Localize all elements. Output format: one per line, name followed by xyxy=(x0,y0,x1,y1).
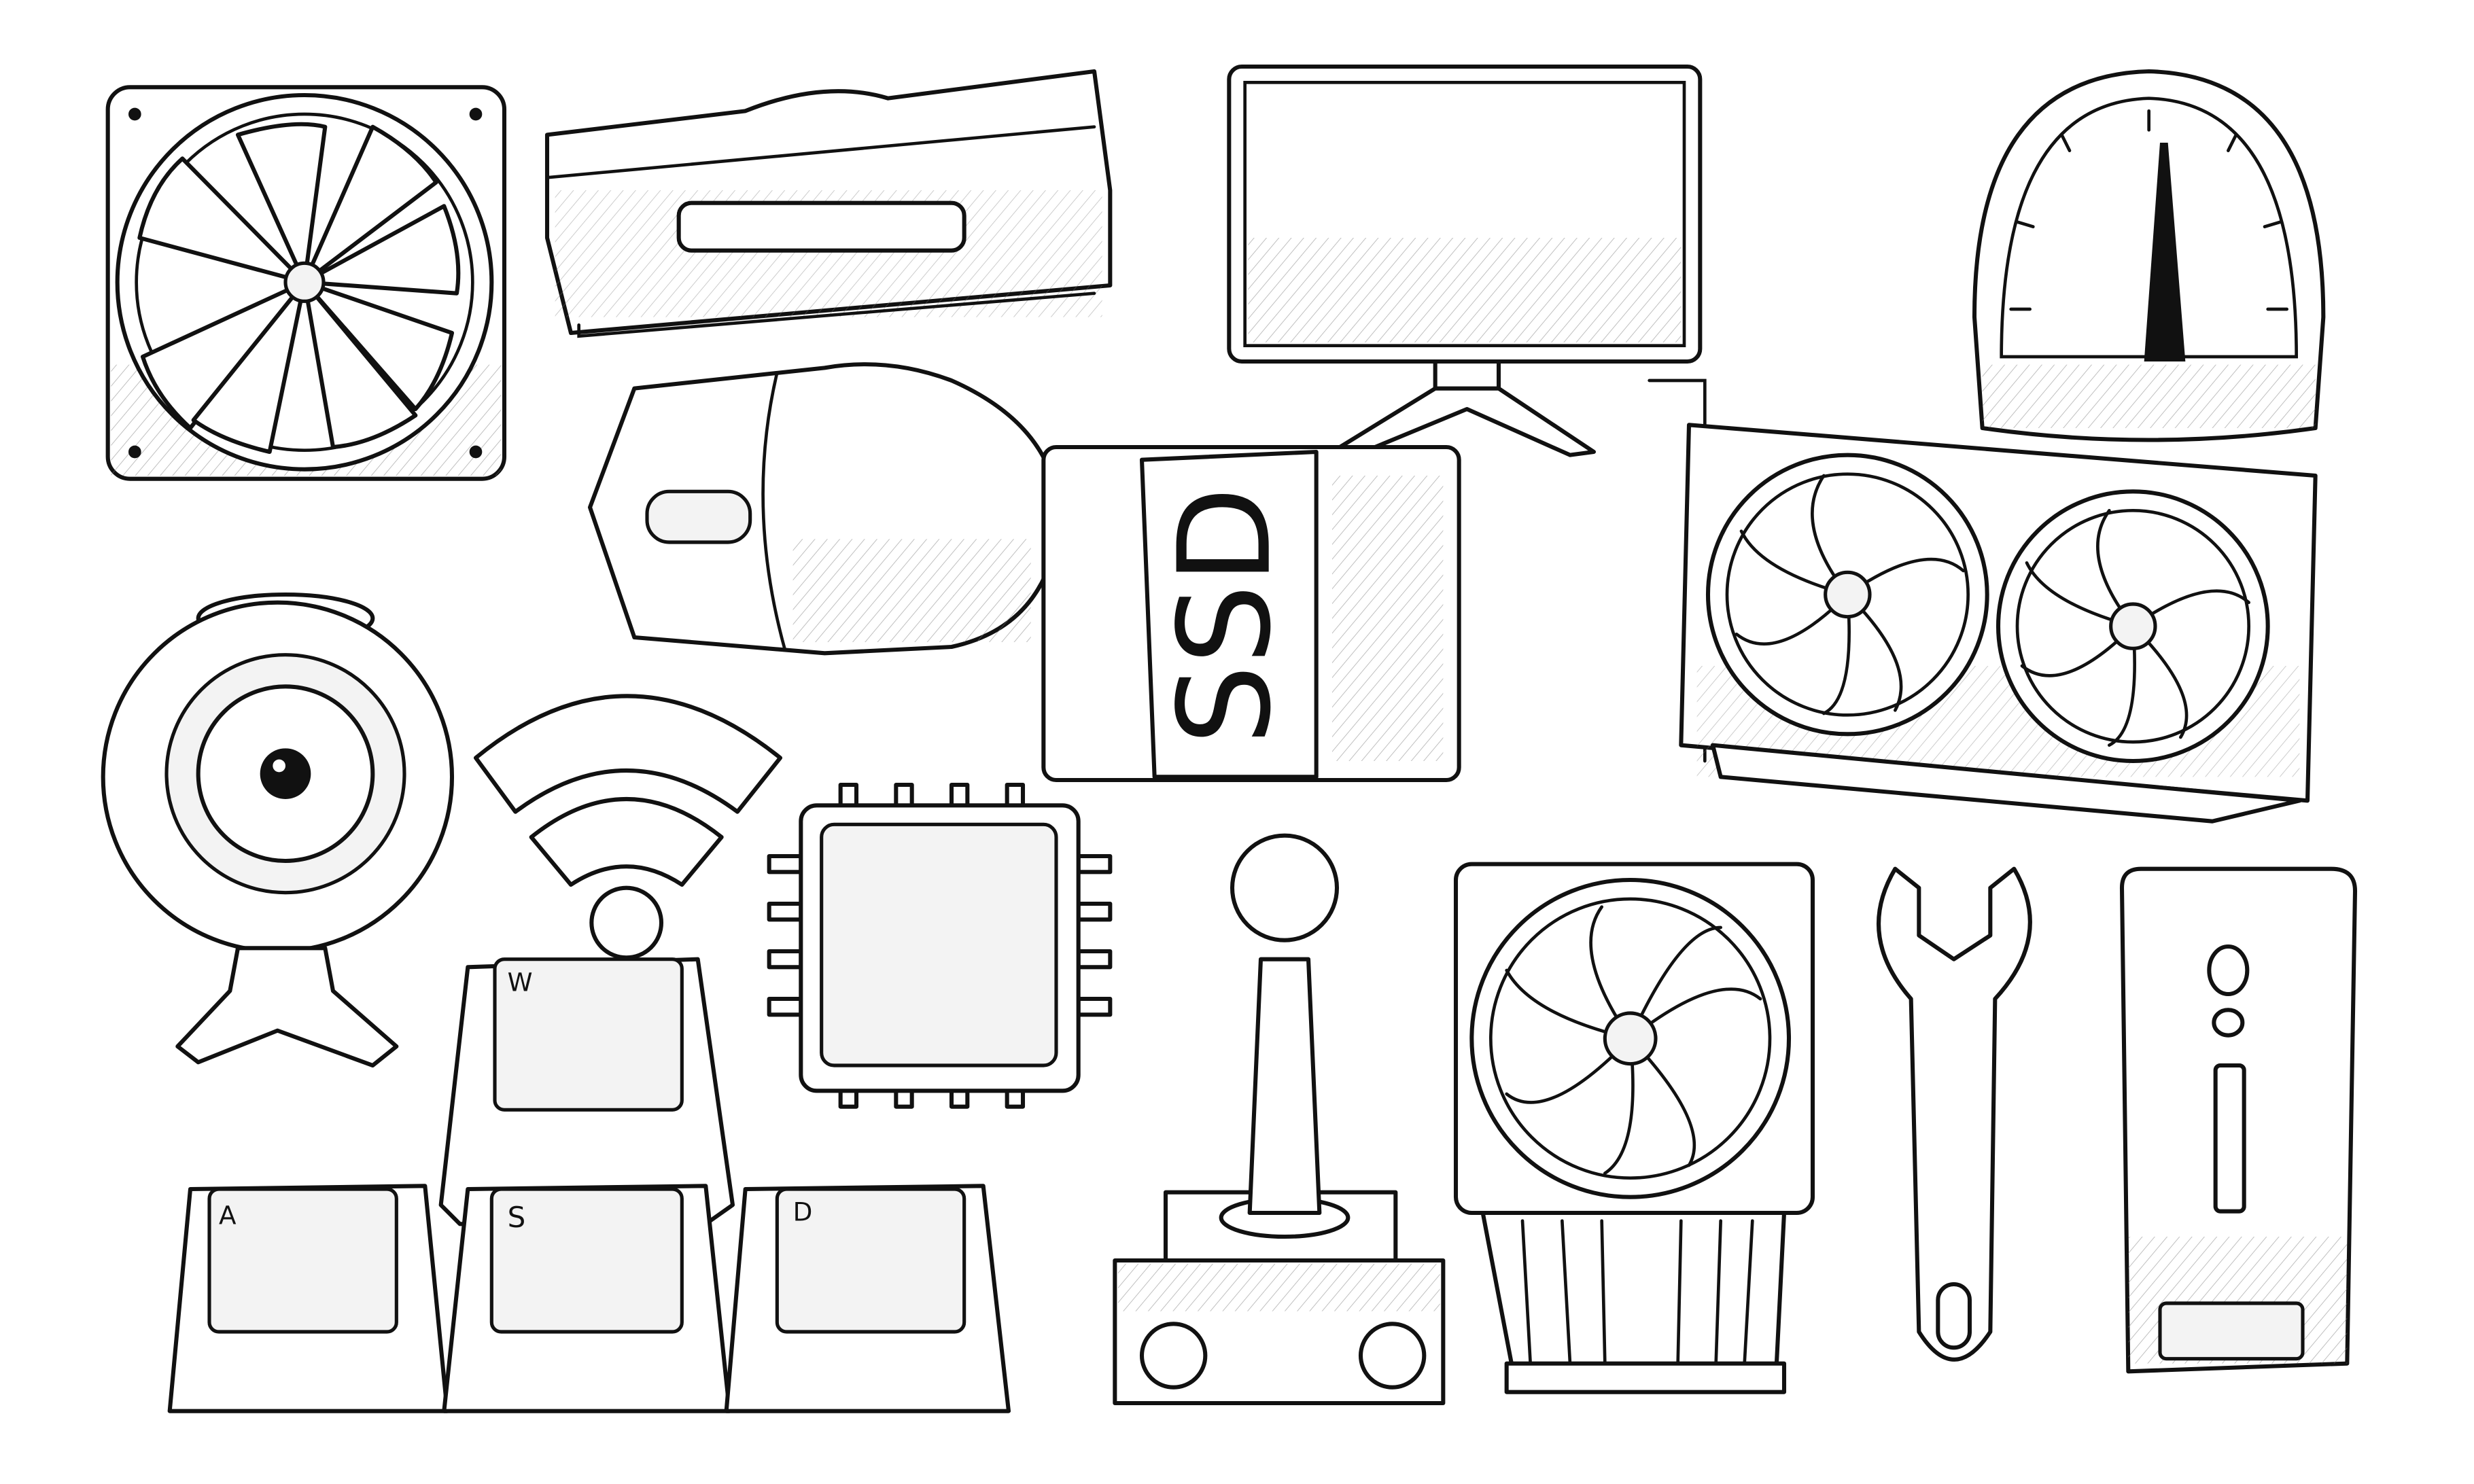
gauge-meter-icon xyxy=(1972,69,2326,442)
case-fan-icon xyxy=(105,85,507,481)
computer-mouse-icon xyxy=(587,362,1062,656)
key-a-label: A xyxy=(219,1200,237,1230)
pc-tower-case-icon xyxy=(2119,866,2358,1374)
wrench-icon xyxy=(1877,866,2032,1362)
cpu-chip-icon xyxy=(767,782,1113,1109)
ssd-label: SSD xyxy=(1152,487,1300,745)
keyboard-keys-icon: W A S D xyxy=(167,957,1011,1413)
webcam-icon xyxy=(101,592,455,1068)
wifi-icon xyxy=(473,694,783,960)
graphics-card-icon xyxy=(1648,378,2318,824)
ram-stick-icon xyxy=(544,69,1113,338)
key-w-label: W xyxy=(508,967,533,997)
monitor-icon xyxy=(1227,64,1703,457)
key-d-label: D xyxy=(793,1197,813,1227)
key-s-label: S xyxy=(508,1201,526,1234)
joystick-icon xyxy=(1113,833,1446,1406)
cpu-cooler-icon xyxy=(1453,862,1815,1394)
ssd-drive-icon: SSD xyxy=(1041,444,1461,783)
